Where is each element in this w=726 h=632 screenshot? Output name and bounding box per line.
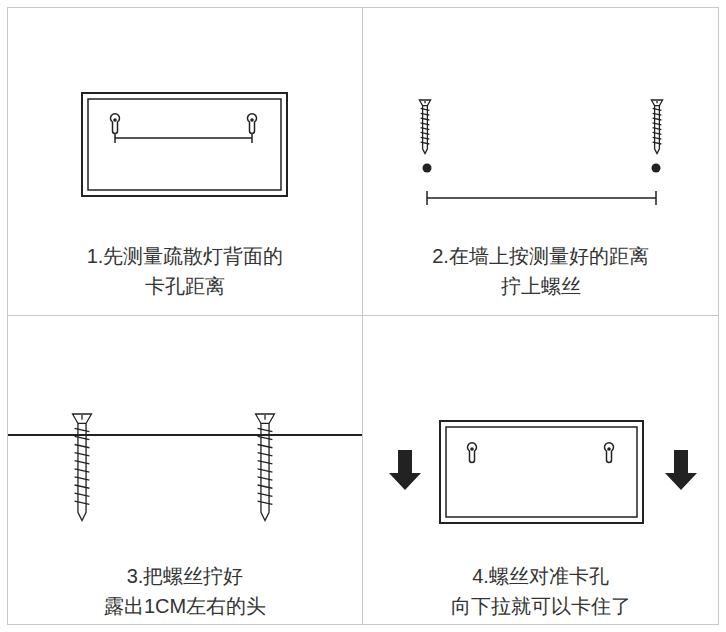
lamp-front-inner <box>446 427 637 517</box>
lamp-back <box>82 93 287 196</box>
keyhole-slot <box>248 114 257 134</box>
step-caption: 3.把螺丝拧好 露出1CM左右的头 <box>60 561 310 621</box>
step-panel: 3.把螺丝拧好 露出1CM左右的头 <box>7 315 363 625</box>
screw <box>419 100 430 154</box>
keyhole-slot <box>468 443 477 463</box>
keyhole-slot <box>110 114 119 134</box>
keyhole-dot <box>470 447 474 451</box>
step-panel: 1.先测量疏散灯背面的 卡孔距离 <box>7 7 363 316</box>
down-arrow <box>389 450 421 490</box>
dimension-line <box>115 133 252 143</box>
screw <box>651 100 662 154</box>
step-caption: 1.先测量疏散灯背面的 卡孔距离 <box>60 241 310 301</box>
down-arrow <box>665 450 697 490</box>
screw <box>73 414 92 520</box>
dimension-line <box>427 191 656 205</box>
step-panel: 2.在墙上按测量好的距离 拧上螺丝 <box>362 7 719 316</box>
step-caption: 2.在墙上按测量好的距离 拧上螺丝 <box>416 241 666 301</box>
lamp-back-inner <box>88 99 281 190</box>
wall-line <box>7 434 362 436</box>
keyhole-dot <box>113 118 117 122</box>
keyhole-slot <box>605 443 614 463</box>
lamp-front <box>440 421 643 523</box>
step-panel: 4.螺丝对准卡孔 向下拉就可以卡住了 <box>362 315 719 625</box>
drill-point <box>423 164 432 173</box>
step-caption: 4.螺丝对准卡孔 向下拉就可以卡住了 <box>416 561 666 621</box>
drill-point <box>652 164 661 173</box>
screw <box>256 414 275 520</box>
keyhole-dot <box>607 447 611 451</box>
keyhole-dot <box>250 118 254 122</box>
